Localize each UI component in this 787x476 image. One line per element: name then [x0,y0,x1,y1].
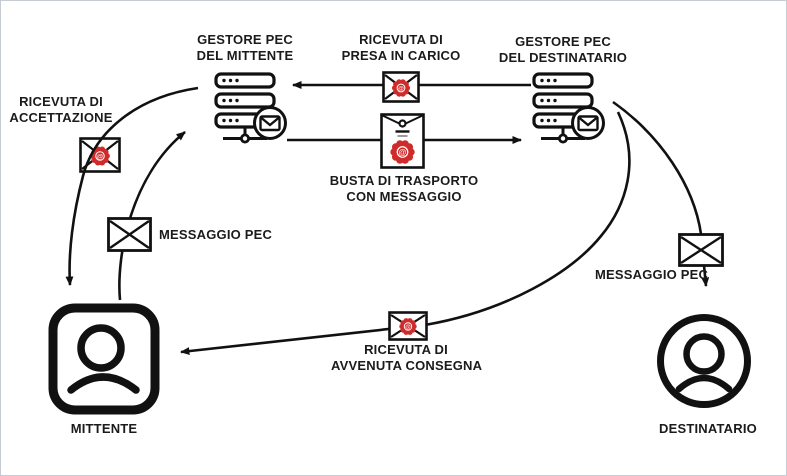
label-busta-di-trasporto: BUSTA DI TRASPORTO CON MESSAGGIO [329,173,479,204]
sealed-envelope-presa-icon: @ [382,71,420,103]
envelope-messaggio-right-icon [678,233,724,267]
label-ricevuta-presa-in-carico: RICEVUTA DI PRESA IN CARICO [341,32,461,63]
arrow-messaggio-pec-left [118,130,186,301]
transport-envelope-icon: @ [380,113,425,169]
server-destinatario-icon [532,72,605,144]
sealed-envelope-accettazione-icon: @ [79,137,121,173]
label-ricevuta-accettazione: RICEVUTA DI ACCETTAZIONE [9,94,113,125]
label-messaggio-pec-left: MESSAGGIO PEC [159,227,273,242]
label-mittente: MITTENTE [70,421,138,436]
label-gestore-mittente: GESTORE PEC DEL MITTENTE [196,32,294,63]
label-destinatario: DESTINATARIO [659,421,757,436]
person-mittente-icon [48,303,160,415]
person-destinatario-icon [657,314,751,408]
svg-text:@: @ [399,148,407,157]
sealed-envelope-avvenuta-icon: @ [388,311,428,341]
svg-text:@: @ [97,153,103,160]
label-ricevuta-avvenuta-consegna: RICEVUTA DI AVVENUTA CONSEGNA [331,342,483,373]
server-mittente-icon [214,72,287,144]
label-gestore-destinatario: GESTORE PEC DEL DESTINATARIO [498,34,628,65]
label-messaggio-pec-right: MESSAGGIO PEC [595,267,709,282]
envelope-messaggio-left-icon [107,217,152,252]
svg-text:@: @ [398,86,404,92]
svg-text:@: @ [405,325,411,331]
